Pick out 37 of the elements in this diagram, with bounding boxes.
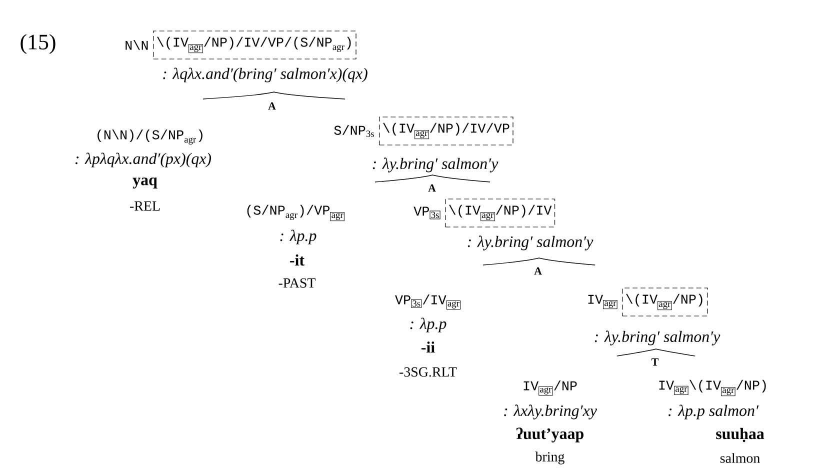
semantic-formula: : λxλy.bring′xy (504, 404, 597, 420)
category-label: $\texttt{S/NP}_{\text{3s}}$ (334, 125, 374, 137)
category-label: $\texttt{IV}_{\fbox{$\scriptstyle\text{agr}$}}\texttt{\textbackslash(IV}_{\fbox{$\scriptstyle\text{agr}$}}\texttt{/NP)}$ (659, 380, 766, 396)
dashed-box: $\texttt{\textbackslash(IV}_{\fbox{$\scriptstyle\text{agr}$}}\texttt{/NP)/IV}$ (445, 198, 556, 228)
rule-label: A (428, 184, 436, 192)
category-label: $\texttt{VP}_{\fbox{$\scriptstyle\text{3s}$}}$ (414, 206, 440, 219)
rule-label: A (268, 102, 276, 110)
semantic-formula: : λpλqλx.and′(px)(qx) (76, 152, 212, 168)
rule-label: A (534, 267, 542, 275)
gloss-label: -PAST (278, 278, 316, 288)
category-label: $\texttt{IV}_{\fbox{$\scriptstyle\text{agr}$}}$ (588, 294, 618, 309)
dashed-box: $\texttt{\textbackslash(IV}_{\fbox{$\scriptstyle\text{agr}$}}\texttt{/NP)}$ (622, 288, 708, 316)
category-label: $\texttt{N\textbackslash N}$ (126, 40, 148, 50)
dashed-box: $\texttt{\textbackslash(IV}_{\fbox{$\scriptstyle\text{agr}$}}\texttt{/NP)/IV/VP/(S/NP}_{\text{agr}}\texttt{)}$ (153, 30, 356, 60)
rule-label: T (652, 358, 658, 366)
gloss-label: salmon (720, 453, 760, 463)
gloss-label: -REL (130, 201, 160, 211)
category-label: $\texttt{(S/NP}_{\text{agr}}\texttt{)/VP}_{\fbox{$\scriptstyle\text{agr}$}}$ (247, 204, 344, 221)
semantic-formula: : λp.p salmon′ (668, 404, 759, 420)
semantic-formula: : λy.bring′ salmon′y (468, 236, 594, 250)
morpheme-word: yaq (132, 177, 158, 189)
semantic-formula: : λp.p (410, 318, 446, 332)
gloss-label: -3SG.RLT (400, 367, 457, 377)
morpheme-word: -ii (422, 341, 435, 353)
semantic-formula: : λp.p (280, 230, 316, 244)
example-number: (15) (20, 34, 56, 54)
semantic-formula: : λy.bring′ salmon′y (372, 158, 498, 172)
semantic-formula: : λqλx.and′(bring′ salmon′x)(qx) (163, 68, 368, 82)
category-label: $\texttt{IV}_{\fbox{$\scriptstyle\text{agr}$}}\texttt{/NP}$ (524, 380, 577, 396)
category-label: $\texttt{VP}_{\fbox{$\scriptstyle\text{3s}$}}\texttt{/IV}_{\fbox{$\scriptstyle\text{agr}$}}$ (395, 294, 461, 310)
morpheme-word: suuḥaa (716, 428, 764, 442)
gloss-label: bring (535, 452, 564, 464)
morpheme-word: -it (290, 254, 304, 266)
dashed-box: $\texttt{\textbackslash(IV}_{\fbox{$\scriptstyle\text{agr}$}}\texttt{/NP)/IV/VP}$ (379, 116, 514, 146)
semantic-formula: : λy.bring′ salmon′y (594, 330, 720, 346)
category-label: $\texttt{(N\textbackslash N)/(S/NP}_{\text{agr}}\texttt{)}$ (98, 129, 202, 145)
morpheme-word: ʔuut’yaap (516, 428, 584, 442)
